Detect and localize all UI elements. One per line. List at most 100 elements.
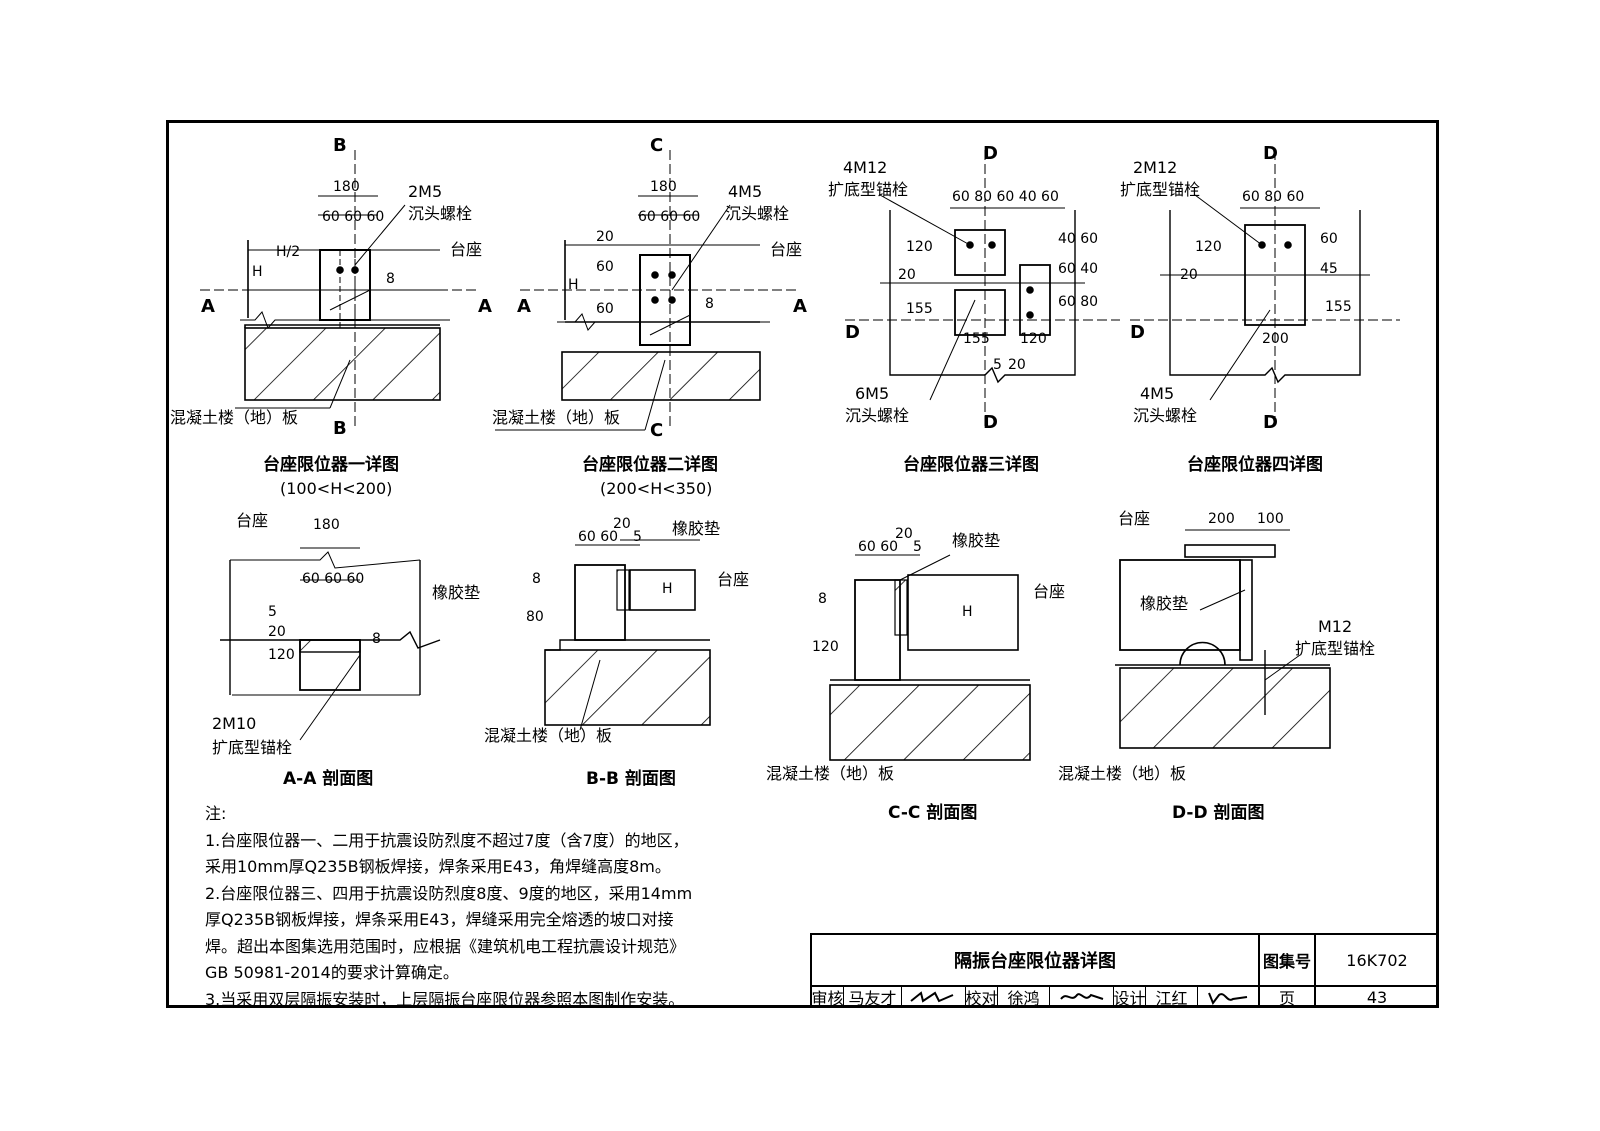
section-aa-drawing [220,547,441,741]
dim-h-cc: H [962,604,973,620]
dim-155-3h: 155 [963,331,990,347]
section-mark-d-bottom-4: D [1263,412,1278,433]
dim-60-a: 60 [596,259,614,275]
figure-title-aa: A-A 剖面图 [283,769,374,789]
note-line: GB 50981-2014的要求计算确定。 [205,963,459,982]
figure-range-detail-2: (200<H<350) [600,479,713,498]
figure-title-detail-3: 台座限位器三详图 [903,455,1039,475]
review-label: 审核 [811,987,844,1008]
weld-size-8-2: 8 [705,296,714,312]
notes-heading: 注: [205,804,227,823]
tai-zuo-label-dd: 台座 [1118,509,1151,528]
drawing-title: 隔振台座限位器详图 [812,935,1260,987]
dim-155-3v: 155 [906,301,933,317]
dim-5-cc: 5 [913,539,922,555]
bolt-label-6m5: 6M5 [855,384,890,403]
undercut-anchor-label-4: 扩底型锚栓 [1120,180,1201,199]
section-bb-drawing [544,539,711,731]
tai-zuo-label: 台座 [450,240,483,259]
countersunk-bolt-label-2: 沉头螺栓 [725,204,790,223]
concrete-slab-label: 混凝土楼（地）板 [170,408,299,427]
undercut-anchor-label-aa: 扩底型锚栓 [212,738,293,757]
tai-zuo-label-bb: 台座 [717,570,750,589]
dim-20-3: 20 [898,267,916,283]
rubber-pad-label-dd: 橡胶垫 [1140,594,1189,613]
tai-zuo-label-cc: 台座 [1033,582,1066,601]
dim-5-bb: 5 [633,529,642,545]
note-line: 厚Q235B钢板焊接，焊条采用E43，焊缝采用完全熔透的坡口对接 [205,910,674,929]
dim-120-3h: 120 [1020,331,1047,347]
concrete-slab-2 [561,351,761,401]
dim-155-4: 155 [1325,299,1352,315]
dim-h-bb: H [662,581,673,597]
dim-60-4: 60 [1320,231,1338,247]
tai-zuo-label-aa: 台座 [236,511,269,530]
dim-180: 180 [333,179,360,195]
bolt-label-4m5: 4M5 [728,182,763,201]
detail-3-drawing [845,150,1120,430]
concrete-slab-label-bb: 混凝土楼（地）板 [484,726,613,745]
dim-20-3b: 20 [1008,357,1026,373]
dim-5-aa: 5 [268,604,277,620]
dim-20-bb: 20 [613,516,631,532]
dim-80-bb: 80 [526,609,544,625]
checker-signature-mark [1059,993,1103,1000]
dim-5-3: 5 [993,357,1002,373]
limiter-plate-1 [319,249,371,321]
dim-180-2: 180 [650,179,677,195]
tai-zuo-label-2: 台座 [770,240,803,259]
drawing-frame [166,120,1439,1008]
section-mark-a-right: A [478,296,492,317]
dim-606060-aa: 60 60 60 [302,571,365,587]
designer-signature-mark [1208,992,1248,1005]
figure-title-detail-2: 台座限位器二详图 [582,455,718,475]
concrete-slab-label-cc: 混凝土楼（地）板 [766,764,895,783]
dim-20: 20 [596,229,614,245]
note-line: 1.台座限位器一、二用于抗震设防烈度不超过7度（含7度）的地区， [205,830,689,850]
dim-120-aa: 120 [268,647,295,663]
dim-6060-bb: 60 60 [578,529,619,545]
dim-100-dd: 100 [1257,511,1284,527]
figure-title-detail-1: 台座限位器一详图 [263,455,399,475]
bolt-label-m12: M12 [1318,617,1353,636]
rubber-pad-label-aa: 橡胶垫 [432,583,481,602]
dim-200-4: 200 [1262,331,1289,347]
dim-6060-cc: 60 60 [858,539,899,555]
reviewer-signature [902,987,966,1007]
designer-name: 江红 [1146,987,1198,1008]
note-line: 3.当采用双层隔振安装时，上层隔振台座限位器参照本图制作安装。 [205,989,685,1009]
reviewer-name: 马友才 [844,987,902,1008]
section-mark-d-left-3: D [845,322,860,343]
section-mark-a-right-2: A [793,296,807,317]
section-mark-d-top-4: D [1263,143,1278,164]
section-mark-b-top: B [333,135,347,156]
rubber-pad-label-bb: 橡胶垫 [672,519,721,538]
concrete-slab-label-2: 混凝土楼（地）板 [492,408,621,427]
undercut-anchor-label: 扩底型锚栓 [828,180,909,199]
figure-title-bb: B-B 剖面图 [586,769,676,789]
title-block: 隔振台座限位器详图 图集号 16K702 审核 马友才 校对 徐鸿 设计 江红 … [810,933,1439,1008]
bolt-label-2m12: 2M12 [1133,158,1178,177]
section-dd-drawing [1115,529,1331,749]
note-line: 采用10mm厚Q235B钢板焊接，焊条采用E43，角焊缝高度8m。 [205,857,671,876]
dim-608060: 60 80 60 [1242,189,1305,205]
dim-h: H [252,264,263,280]
atlas-no: 16K702 [1316,935,1438,987]
dim-120-3: 120 [906,239,933,255]
checker-signature [1050,987,1114,1007]
dim-120-4: 120 [1195,239,1222,255]
design-label: 设计 [1113,987,1146,1008]
dim-20-4: 20 [1180,267,1198,283]
detail-4-drawing [1130,150,1400,430]
bolt-label-2m10: 2M10 [212,714,257,733]
dim-6040: 60 40 [1058,261,1099,277]
dim-120-cc: 120 [812,639,839,655]
countersunk-bolt-label-3: 沉头螺栓 [845,406,910,425]
dim-h2: H/2 [276,244,301,260]
atlas-no-label: 图集号 [1260,935,1316,987]
section-mark-a-left-2: A [517,296,531,317]
concrete-slab-1 [244,327,441,401]
countersunk-bolt-label-4: 沉头螺栓 [1133,406,1198,425]
weld-size-8: 8 [386,271,395,287]
